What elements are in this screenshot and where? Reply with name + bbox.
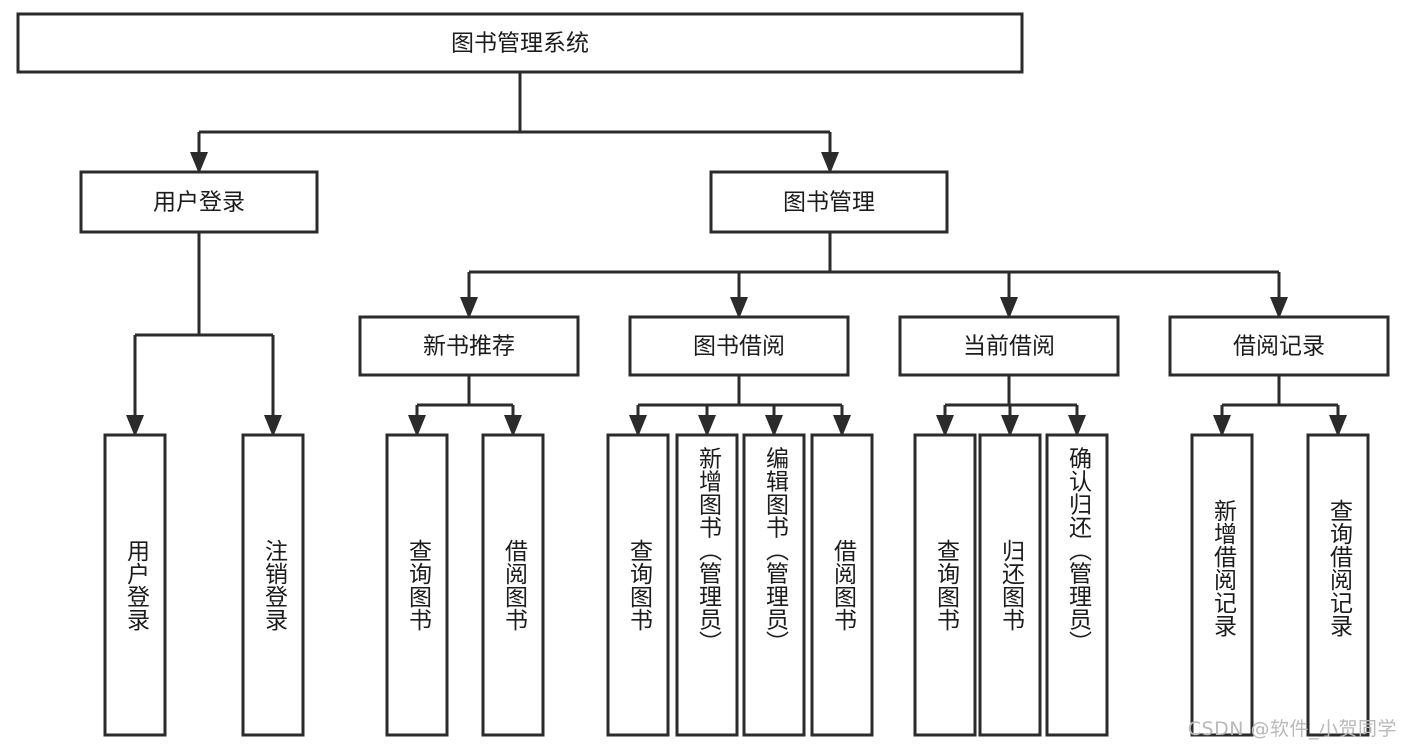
node-current-borrow-box[interactable] bbox=[898, 315, 1120, 377]
node-book-manage-box[interactable] bbox=[709, 170, 949, 234]
csdn-watermark: CSDN @软件_小贺同学 bbox=[1187, 718, 1397, 740]
node-leaf-query-record-label: 查询借阅记录 bbox=[1326, 499, 1354, 637]
node-leaf-query-book-2-label: 查询图书 bbox=[626, 539, 654, 631]
node-root-label: 图书管理系统 bbox=[451, 31, 589, 57]
node-leaf-borrow-book-2-label: 借阅图书 bbox=[830, 539, 858, 631]
node-leaf-borrow-book-1[interactable]: 借阅图书 bbox=[481, 433, 545, 737]
node-leaf-add-book-box[interactable] bbox=[675, 433, 739, 737]
node-leaf-user-login[interactable]: 用户登录 bbox=[103, 433, 167, 737]
node-new-book-rec-box[interactable] bbox=[358, 315, 580, 377]
node-user-login[interactable]: 用户登录 bbox=[79, 170, 319, 234]
node-leaf-add-book-label: 新增图书（管理员） bbox=[695, 447, 723, 654]
node-leaf-confirm-return-label: 确认归还（管理员） bbox=[1065, 447, 1093, 654]
node-leaf-add-record-box[interactable] bbox=[1190, 433, 1254, 737]
node-leaf-confirm-return-box[interactable] bbox=[1045, 433, 1109, 737]
node-current-borrow[interactable]: 当前借阅 bbox=[898, 315, 1120, 377]
node-leaf-query-book-1[interactable]: 查询图书 bbox=[385, 433, 449, 737]
node-leaf-query-book-2[interactable]: 查询图书 bbox=[606, 433, 670, 737]
node-leaf-query-book-3-box[interactable] bbox=[913, 433, 977, 737]
node-leaf-query-book-3-label: 查询图书 bbox=[933, 539, 961, 631]
node-book-manage[interactable]: 图书管理 bbox=[709, 170, 949, 234]
node-leaf-query-book-1-label: 查询图书 bbox=[405, 539, 433, 631]
node-current-borrow-label: 当前借阅 bbox=[963, 334, 1055, 360]
node-leaf-user-logout-box[interactable] bbox=[241, 433, 305, 737]
node-leaf-user-login-label: 用户登录 bbox=[123, 539, 151, 631]
node-leaf-return-book-box[interactable] bbox=[978, 433, 1042, 737]
node-leaf-query-record-box[interactable] bbox=[1306, 433, 1370, 737]
node-book-borrow[interactable]: 图书借阅 bbox=[628, 315, 850, 377]
node-leaf-user-logout-label: 注销登录 bbox=[261, 539, 289, 631]
node-leaf-query-record[interactable]: 查询借阅记录 bbox=[1306, 433, 1370, 737]
node-leaf-add-record-label: 新增借阅记录 bbox=[1210, 499, 1238, 637]
node-leaf-return-book-label: 归还图书 bbox=[998, 539, 1026, 631]
node-book-borrow-label: 图书借阅 bbox=[693, 334, 785, 360]
node-borrow-record[interactable]: 借阅记录 bbox=[1168, 315, 1390, 377]
node-leaf-user-logout[interactable]: 注销登录 bbox=[241, 433, 305, 737]
node-leaf-edit-book[interactable]: 编辑图书（管理员） bbox=[742, 433, 806, 737]
node-leaf-add-book[interactable]: 新增图书（管理员） bbox=[675, 433, 739, 737]
node-borrow-record-label: 借阅记录 bbox=[1233, 334, 1325, 360]
node-leaf-edit-book-box[interactable] bbox=[742, 433, 806, 737]
node-new-book-rec[interactable]: 新书推荐 bbox=[358, 315, 580, 377]
node-leaf-query-book-2-box[interactable] bbox=[606, 433, 670, 737]
node-leaf-return-book[interactable]: 归还图书 bbox=[978, 433, 1042, 737]
node-user-login-box[interactable] bbox=[79, 170, 319, 234]
node-leaf-confirm-return[interactable]: 确认归还（管理员） bbox=[1045, 433, 1109, 737]
node-leaf-borrow-book-2[interactable]: 借阅图书 bbox=[810, 433, 874, 737]
node-root-box[interactable] bbox=[16, 12, 1024, 74]
node-leaf-edit-book-label: 编辑图书（管理员） bbox=[762, 447, 790, 654]
node-root[interactable]: 图书管理系统 bbox=[16, 12, 1024, 74]
node-leaf-add-record[interactable]: 新增借阅记录 bbox=[1190, 433, 1254, 737]
node-new-book-rec-label: 新书推荐 bbox=[423, 334, 515, 360]
node-book-borrow-box[interactable] bbox=[628, 315, 850, 377]
node-leaf-borrow-book-2-box[interactable] bbox=[810, 433, 874, 737]
node-book-manage-label: 图书管理 bbox=[783, 190, 875, 216]
node-borrow-record-box[interactable] bbox=[1168, 315, 1390, 377]
node-leaf-borrow-book-1-box[interactable] bbox=[481, 433, 545, 737]
connector-layer bbox=[126, 72, 1347, 437]
node-leaf-borrow-book-1-label: 借阅图书 bbox=[501, 539, 529, 631]
node-user-login-label: 用户登录 bbox=[153, 190, 245, 216]
node-leaf-query-book-3[interactable]: 查询图书 bbox=[913, 433, 977, 737]
node-leaf-query-book-1-box[interactable] bbox=[385, 433, 449, 737]
node-leaf-user-login-box[interactable] bbox=[103, 433, 167, 737]
